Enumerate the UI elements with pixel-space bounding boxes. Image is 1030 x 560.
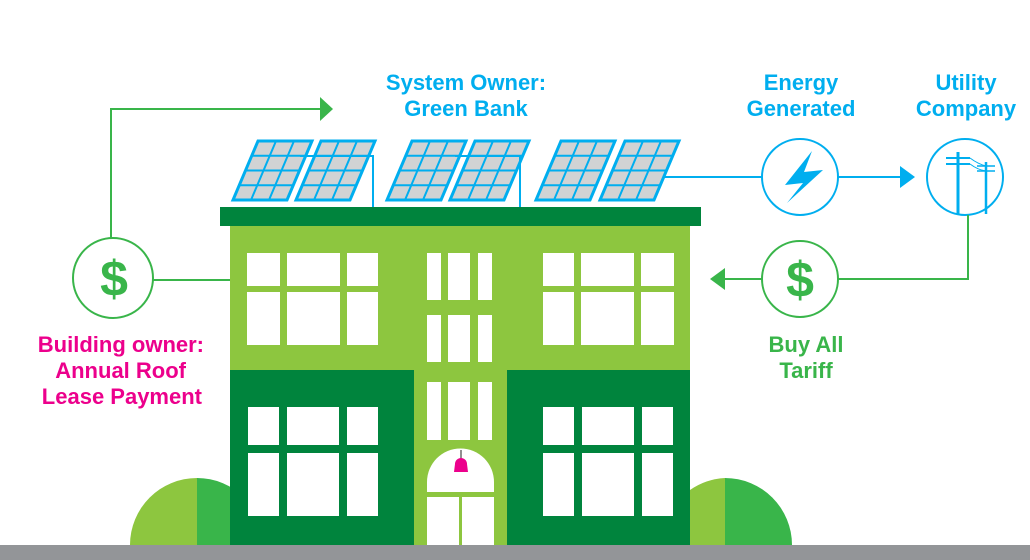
- lease-arrowhead: [320, 97, 333, 121]
- lease-flow-line: [110, 108, 320, 281]
- panel-wiring: [300, 155, 763, 207]
- building-owner-label-2: Annual Roof: [55, 358, 186, 383]
- dollar-icon: $: [786, 252, 814, 308]
- lamp-icon: [454, 458, 468, 472]
- power-pole-icon: [946, 152, 995, 214]
- windows: [247, 253, 674, 516]
- system-owner-label-2: Green Bank: [404, 96, 528, 121]
- solar-panel: [597, 139, 682, 202]
- tariff-flow-line: [722, 215, 969, 280]
- tariff-payment-circle: $: [761, 240, 839, 318]
- bush-right: [689, 478, 792, 545]
- tariff-arrowhead: [710, 268, 725, 290]
- solar-panel: [533, 139, 618, 202]
- system-owner-label-1: System Owner:: [386, 70, 546, 95]
- utility-circle: [926, 138, 1004, 216]
- utility-label-2: Company: [916, 96, 1017, 121]
- energy-flow-arrow: [838, 166, 915, 188]
- solar-panel: [230, 139, 315, 202]
- building: [220, 207, 701, 545]
- solar-panel: [384, 139, 469, 202]
- ground: [0, 545, 1030, 560]
- tariff-label-1: Buy All: [769, 332, 844, 357]
- tariff-label-2: Tariff: [779, 358, 833, 383]
- utility-label-1: Utility: [935, 70, 997, 95]
- door: [427, 448, 494, 545]
- energy-label-1: Energy: [764, 70, 839, 95]
- building-owner-label-3: Lease Payment: [42, 384, 203, 409]
- solar-panels: [230, 139, 682, 202]
- lightning-icon: [785, 151, 823, 203]
- lease-payment-circle: $: [72, 237, 154, 319]
- building-owner-label-1: Building owner:: [38, 332, 204, 357]
- dollar-icon: $: [100, 251, 128, 307]
- energy-label-2: Generated: [747, 96, 856, 121]
- roof-cap: [220, 207, 701, 226]
- energy-circle: [761, 138, 839, 216]
